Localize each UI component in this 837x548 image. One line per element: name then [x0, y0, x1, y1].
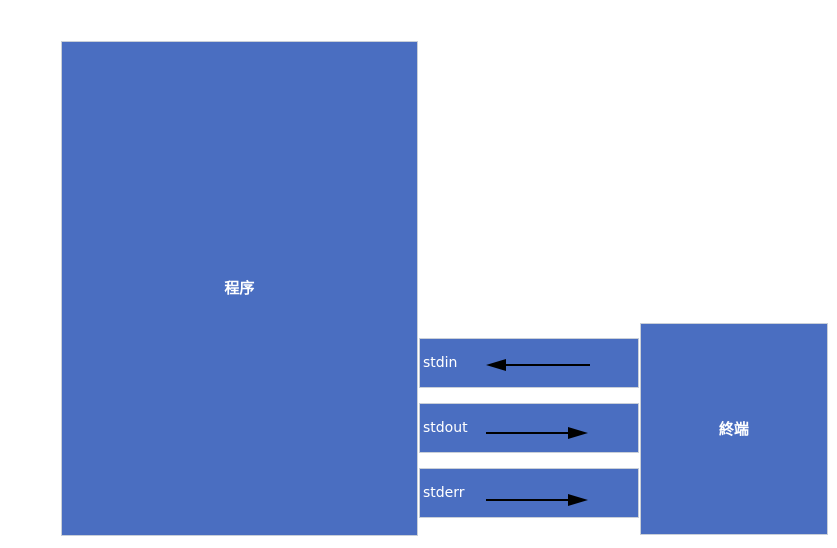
- stdin-stream-box: stdin: [419, 338, 639, 388]
- stdout-arrow-icon: [486, 427, 588, 439]
- stdout-stream-box: stdout: [419, 403, 639, 453]
- stderr-arrow-icon: [486, 494, 588, 506]
- stdout-label: stdout: [423, 420, 468, 436]
- stderr-label: stderr: [423, 485, 465, 501]
- terminal-box: 終端: [640, 323, 828, 535]
- stdin-arrow-icon: [486, 359, 590, 371]
- stdin-label: stdin: [423, 355, 458, 371]
- stderr-stream-box: stderr: [419, 468, 639, 518]
- program-label: 程序: [224, 279, 255, 297]
- program-box: 程序: [61, 41, 418, 536]
- terminal-label: 終端: [718, 419, 749, 438]
